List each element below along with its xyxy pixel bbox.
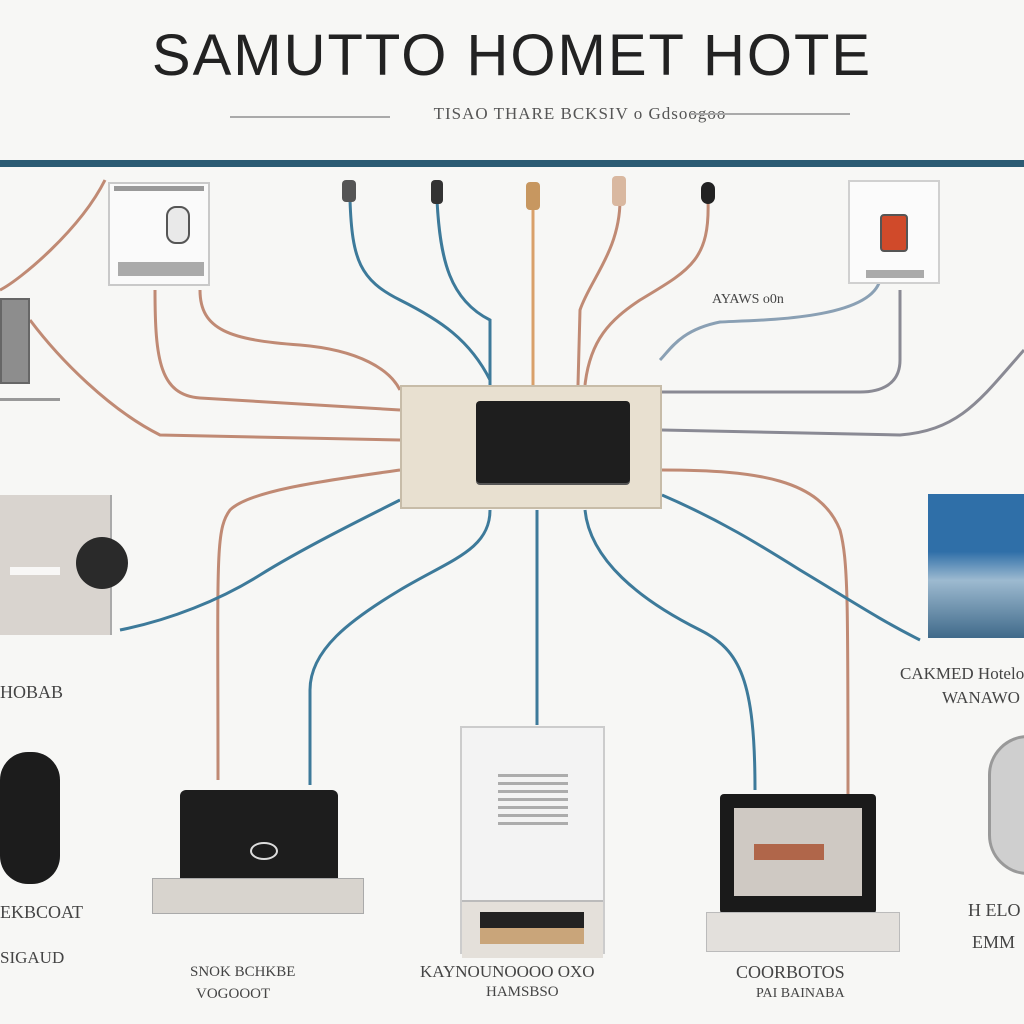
label-far-right-1: H ELO [968, 900, 1021, 920]
smart-hub[interactable] [400, 385, 662, 509]
tablet-screen [734, 808, 862, 896]
player-eye-icon [250, 842, 278, 860]
tablet-stand [706, 912, 900, 952]
page-title: SAMUTTO HOMET HOTE [151, 23, 873, 88]
camera-light [10, 567, 60, 575]
thermostat-knob-icon [166, 206, 190, 244]
printer-text-block [498, 774, 568, 830]
label-top-right-panel: AYAWS o0n [712, 292, 784, 307]
thermostat-caption-bar [118, 262, 204, 276]
wall-switch[interactable] [0, 298, 30, 384]
label-bottom-right-2: PAI BAINABA [756, 986, 845, 1001]
label-bottom-right-1: COORBOTOS [736, 962, 845, 982]
alarm-base [866, 270, 924, 278]
switch-divider [0, 398, 60, 401]
sensor-5-icon[interactable] [701, 182, 715, 204]
label-far-right-2: EMM [972, 932, 1016, 952]
label-left-switch: HOBAB [0, 682, 64, 702]
label-left-fob: EKBCOAT [0, 902, 84, 922]
printer-slot-icon [480, 912, 584, 944]
label-right-camera: CAKMED Hotelo [900, 664, 1024, 683]
sensor-3-icon[interactable] [526, 182, 540, 210]
printer-tray [462, 900, 603, 958]
alarm-panel[interactable] [848, 180, 940, 284]
label-bottom-left-2: VOGOOOT [196, 986, 271, 1002]
label-right-camera-2: WANAWO [942, 688, 1020, 707]
hub-device-icon [476, 401, 630, 483]
subtitle-rule-right [690, 113, 850, 115]
subtitle-rule-left [230, 116, 390, 118]
label-bottom-left-1: SNOK BCHKBE [190, 964, 296, 980]
label-left-fob-2: SIGAUD [0, 948, 65, 967]
smart-dial[interactable] [988, 735, 1024, 875]
thermostat-panel[interactable] [108, 182, 210, 286]
page-subtitle: TISAO THARE BCKSIV o Gdsoogoo [433, 104, 727, 123]
tablet-item-icon [754, 844, 824, 860]
label-bottom-center-1: KAYNOUNOOOO OXO [420, 962, 595, 981]
printer-device[interactable] [460, 726, 605, 958]
camera-lens-icon [76, 537, 128, 589]
media-player-base [152, 878, 364, 914]
sensor-2-icon[interactable] [431, 180, 443, 204]
tablet-device[interactable] [720, 794, 876, 914]
security-camera[interactable] [0, 495, 128, 635]
panel-label-strip [114, 186, 204, 191]
label-bottom-center-2: HAMSBSO [486, 984, 559, 1000]
sensor-4-icon[interactable] [612, 176, 626, 206]
sensor-1-icon[interactable] [342, 180, 356, 202]
display-screen[interactable] [928, 494, 1024, 638]
alarm-icon [880, 214, 908, 252]
header-bar [0, 160, 1024, 167]
key-fob[interactable] [0, 752, 60, 884]
